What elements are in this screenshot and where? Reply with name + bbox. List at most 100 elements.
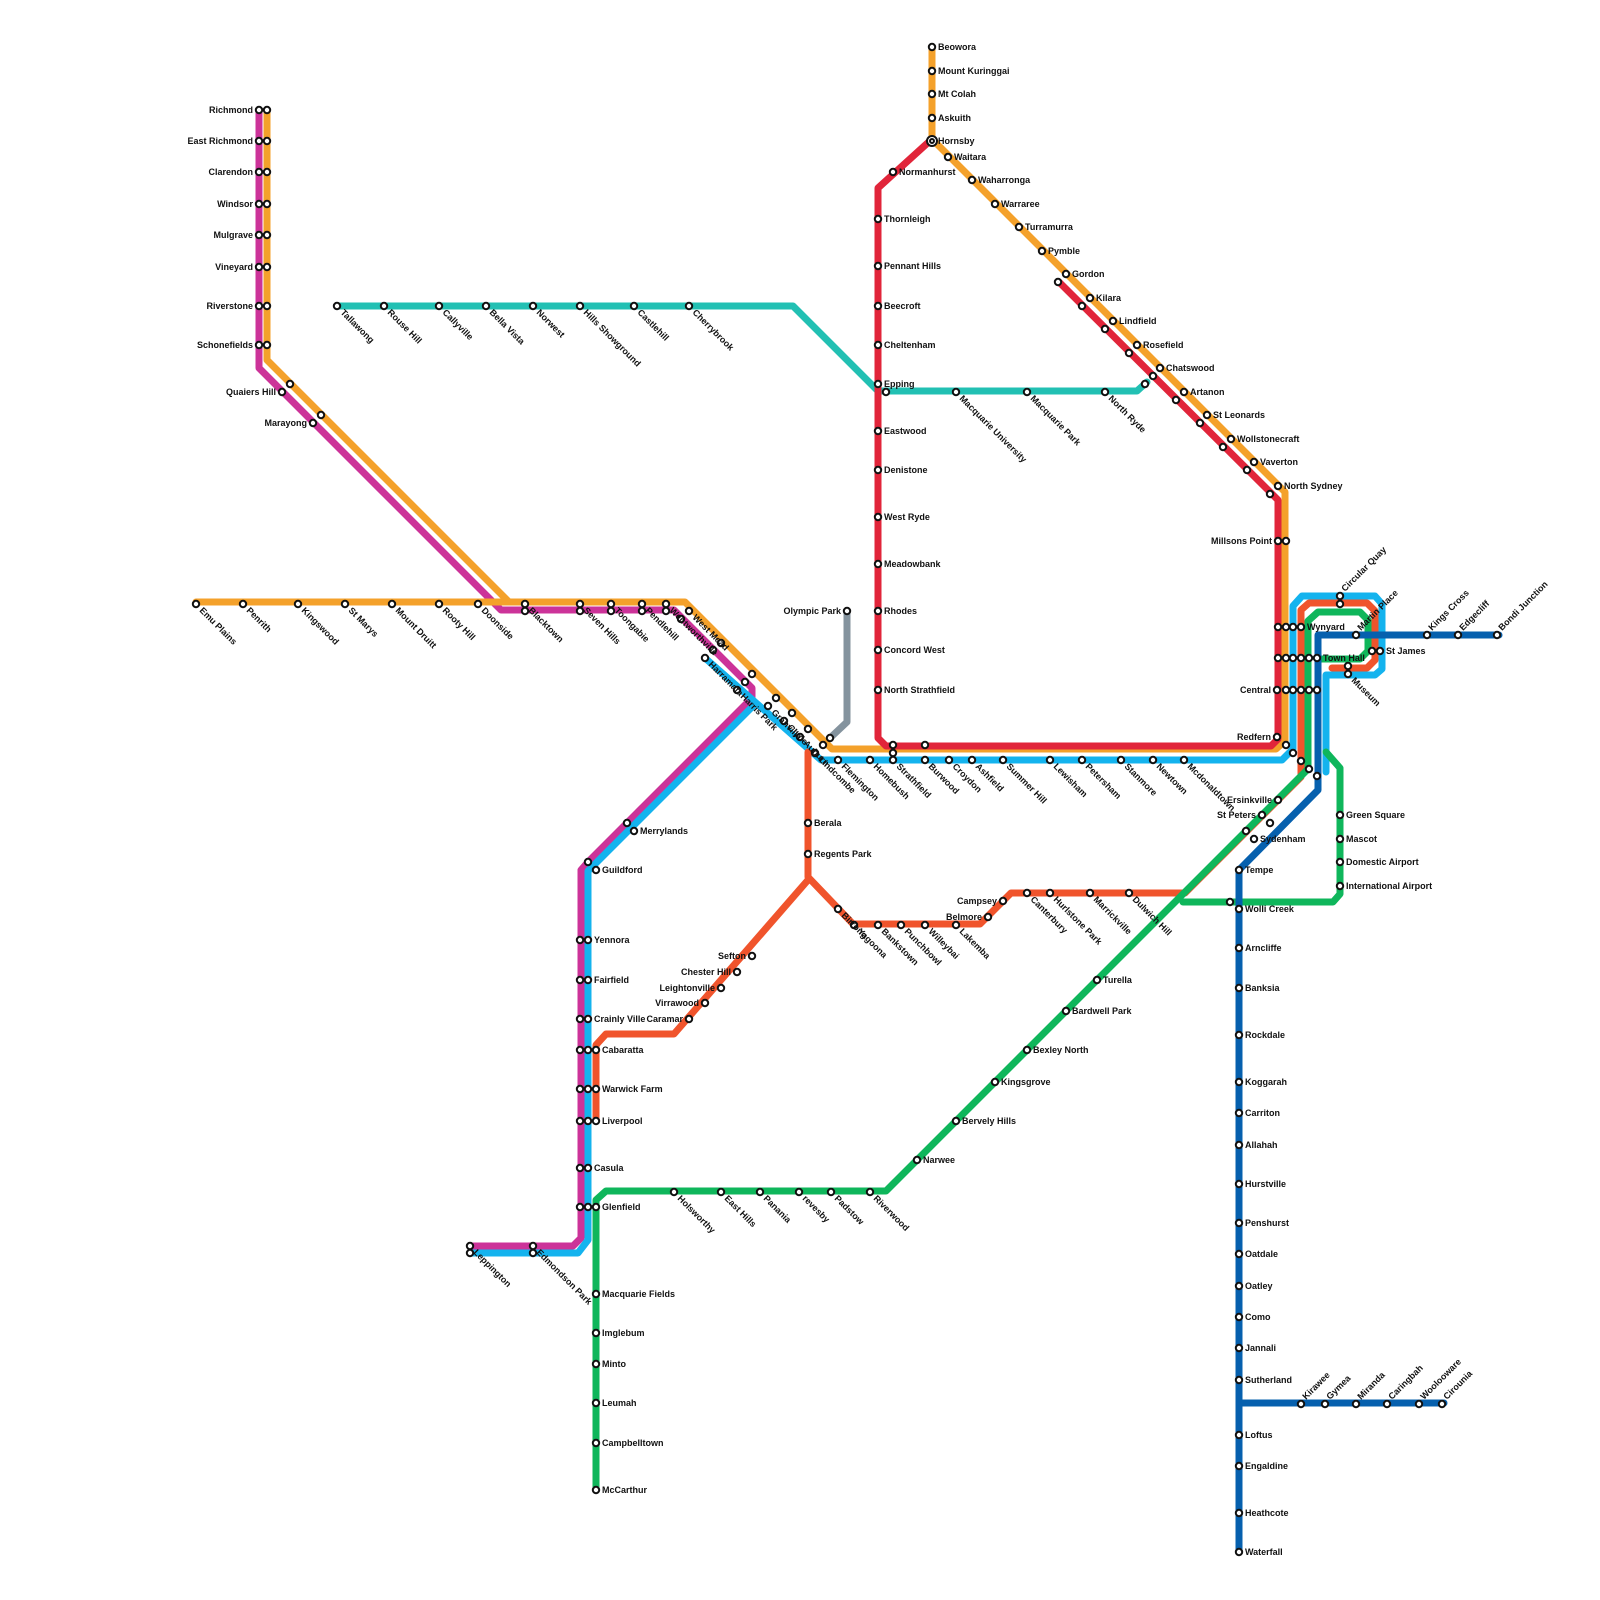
station-sutherland-marker[interactable]: [1234, 1375, 1244, 1385]
station-turella-marker[interactable]: [1092, 975, 1102, 985]
station-marker[interactable]: [1273, 653, 1283, 663]
station-punchbowl-marker[interactable]: [896, 920, 906, 930]
station-north-strathfield-marker[interactable]: [873, 685, 883, 695]
station-marker[interactable]: [676, 614, 686, 624]
station-tempe-marker[interactable]: [1234, 865, 1244, 875]
station-padstow-marker[interactable]: [826, 1187, 836, 1197]
station-kilara-marker[interactable]: [1085, 293, 1095, 303]
station-st-peters-marker[interactable]: [1257, 810, 1267, 820]
station-marker[interactable]: [818, 740, 828, 750]
station-eastwood-marker[interactable]: [873, 426, 883, 436]
station-marker[interactable]: [1265, 489, 1275, 499]
station-bardwell-park-marker[interactable]: [1061, 1006, 1071, 1016]
station-clyde-marker[interactable]: [779, 716, 789, 726]
station-sefton-marker[interactable]: [747, 951, 757, 961]
station-casula-marker[interactable]: [583, 1163, 593, 1173]
station-west-mead-marker[interactable]: [684, 606, 694, 616]
station-wollstonecraft-marker[interactable]: [1226, 434, 1236, 444]
station-ersinkville-marker[interactable]: [1273, 795, 1283, 805]
station-st-marys-marker[interactable]: [340, 599, 350, 609]
station-marker[interactable]: [1288, 653, 1298, 663]
station-kingswood-marker[interactable]: [293, 599, 303, 609]
station-flemington-marker[interactable]: [833, 755, 843, 765]
station-marker[interactable]: [888, 748, 898, 758]
station-marker[interactable]: [1296, 756, 1306, 766]
station-martin-place-marker[interactable]: [1351, 630, 1361, 640]
station-marker[interactable]: [1218, 442, 1228, 452]
station-cabaratta-marker[interactable]: [591, 1045, 601, 1055]
station-marker[interactable]: [583, 1045, 593, 1055]
station-carriton-marker[interactable]: [1234, 1108, 1244, 1118]
station-belmore-marker[interactable]: [983, 912, 993, 922]
station-marker[interactable]: [1100, 324, 1110, 334]
station-mt-colah-marker[interactable]: [927, 89, 937, 99]
station-hurlstone-park-marker[interactable]: [1045, 888, 1055, 898]
station-norwest-marker[interactable]: [528, 301, 538, 311]
station-marker[interactable]: [1148, 371, 1158, 381]
station-auburn-marker[interactable]: [795, 732, 805, 742]
station-minto-marker[interactable]: [591, 1359, 601, 1369]
station-crainly-ville-marker[interactable]: [583, 1014, 593, 1024]
station-callyville-marker[interactable]: [434, 301, 444, 311]
station-rhodes-marker[interactable]: [873, 606, 883, 616]
station-rouse-hill-marker[interactable]: [379, 301, 389, 311]
station-marker[interactable]: [1312, 685, 1322, 695]
station-mascot-marker[interactable]: [1335, 834, 1345, 844]
station-warraree-marker[interactable]: [990, 199, 1000, 209]
station-holsworthy-marker[interactable]: [669, 1187, 679, 1197]
station-cherrybrook-marker[interactable]: [684, 301, 694, 311]
station-birrong-marker[interactable]: [833, 904, 843, 914]
station-mulgrave-marker[interactable]: [254, 230, 264, 240]
station-marker[interactable]: [1281, 622, 1291, 632]
station-st-james-marker[interactable]: [1375, 646, 1385, 656]
station-bervely-hills-marker[interactable]: [951, 1116, 961, 1126]
station-quaiers-hill-marker[interactable]: [277, 387, 287, 397]
station-gordon-marker[interactable]: [1061, 269, 1071, 279]
station-petersham-marker[interactable]: [1077, 755, 1087, 765]
station-mcdonaldtown-marker[interactable]: [1179, 755, 1189, 765]
station-bella-vista-marker[interactable]: [481, 301, 491, 311]
station-marker[interactable]: [1265, 818, 1275, 828]
station-marker[interactable]: [262, 340, 272, 350]
station-strathfield-marker[interactable]: [888, 755, 898, 765]
station-epping-marker[interactable]: [873, 379, 883, 389]
station-merrylands-marker[interactable]: [629, 826, 639, 836]
station-fairfield-marker[interactable]: [583, 975, 593, 985]
station-jannali-marker[interactable]: [1234, 1343, 1244, 1353]
station-virrawood-marker[interactable]: [700, 998, 710, 1008]
station-emu-plains-marker[interactable]: [191, 599, 201, 609]
station-international-airport-marker[interactable]: [1335, 881, 1345, 891]
station-marker[interactable]: [583, 857, 593, 867]
station-campbelltown-marker[interactable]: [591, 1438, 601, 1448]
station-clarendon-marker[interactable]: [254, 167, 264, 177]
station-summer-hill-marker[interactable]: [998, 755, 1008, 765]
station-newtown-marker[interactable]: [1148, 755, 1158, 765]
station-loftus-marker[interactable]: [1234, 1430, 1244, 1440]
station-rooty-hill-marker[interactable]: [434, 599, 444, 609]
station-macquarie-university-marker[interactable]: [951, 387, 961, 397]
station-lewisham-marker[interactable]: [1045, 755, 1055, 765]
station-marker[interactable]: [575, 975, 585, 985]
station-lakemba-marker[interactable]: [951, 920, 961, 930]
station-castlehill-marker[interactable]: [629, 301, 639, 311]
station-waitara-marker[interactable]: [943, 152, 953, 162]
station-waharronga-marker[interactable]: [967, 175, 977, 185]
station-burwood-marker[interactable]: [920, 755, 930, 765]
station-normanhurst-marker[interactable]: [888, 167, 898, 177]
station-vineyard-marker[interactable]: [254, 262, 264, 272]
station-marker[interactable]: [888, 740, 898, 750]
station-marker[interactable]: [1296, 685, 1306, 695]
station-leumah-marker[interactable]: [591, 1398, 601, 1408]
station-marrickville-marker[interactable]: [1085, 888, 1095, 898]
station-marker[interactable]: [583, 1084, 593, 1094]
station-beecroft-marker[interactable]: [873, 301, 883, 311]
station-berala-marker[interactable]: [803, 818, 813, 828]
station-oatdale-marker[interactable]: [1234, 1249, 1244, 1259]
station-marker[interactable]: [1288, 622, 1298, 632]
station-macquarie-park-marker[interactable]: [1022, 387, 1032, 397]
station-kingsgrove-marker[interactable]: [990, 1077, 1000, 1087]
station-edmondson-park-marker[interactable]: [528, 1241, 538, 1251]
station-toongabie-marker[interactable]: [606, 599, 616, 609]
station-cheltenham-marker[interactable]: [873, 340, 883, 350]
station-cirounia-marker[interactable]: [1437, 1399, 1447, 1409]
